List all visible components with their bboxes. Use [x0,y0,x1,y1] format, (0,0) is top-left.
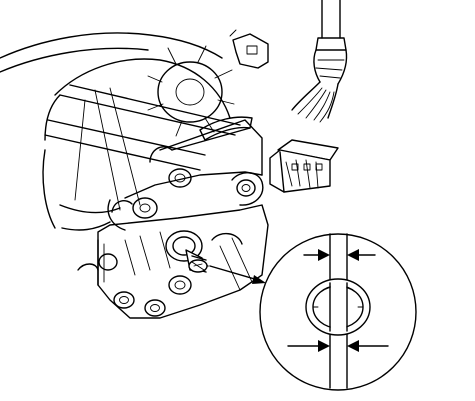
output-shaft [165,230,209,273]
actuator-housing [77,119,269,319]
leader-line [209,265,266,284]
blower-fan [0,32,253,231]
wire-harness-connector [269,0,348,193]
detail-view [259,233,417,391]
measure-arrow-top-left [303,249,330,261]
measure-arrow-bottom-left [287,340,330,352]
mounting-tab [229,29,269,69]
measure-arrow-top-right [347,249,376,261]
measure-arrow-bottom-right [347,340,389,352]
